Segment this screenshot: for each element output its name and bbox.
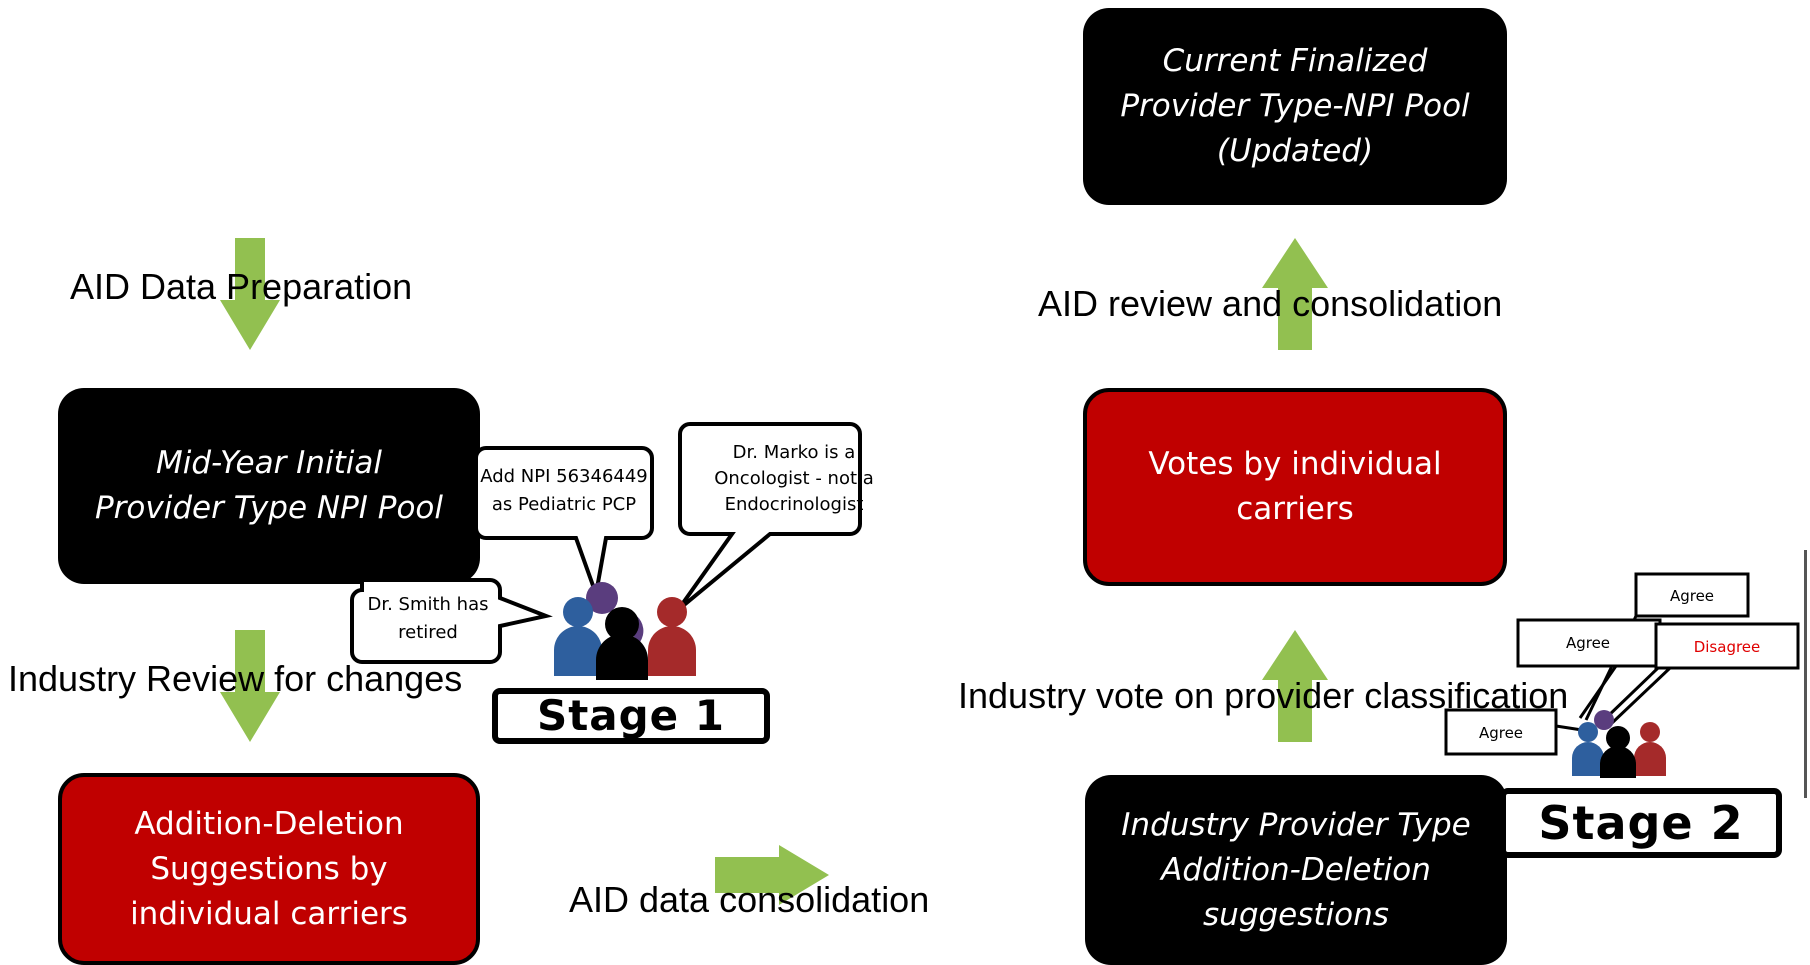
bubble-agree-left: Agree — [1444, 708, 1583, 756]
addition-deletion-box: Addition-Deletion Suggestions by individ… — [58, 773, 480, 965]
bubble-add-npi-line1: Add NPI 56346449 — [480, 466, 648, 487]
finalized-pool-box: Current Finalized Provider Type-NPI Pool… — [1083, 8, 1507, 205]
bubble-disagree: Disagree — [1604, 622, 1800, 725]
right-edge-line — [1804, 550, 1807, 798]
industry-suggestions-box: Industry Provider Type Addition-Deletion… — [1085, 775, 1507, 965]
bubble-agree-left-text: Agree — [1479, 724, 1523, 742]
bubble-smith-line2: retired — [398, 622, 458, 643]
stage2-people-icon — [1572, 710, 1666, 778]
bubble-marko: Dr. Marko is a Oncologist - not a Endocr… — [676, 422, 874, 612]
votes-box: Votes by individual carriers — [1083, 388, 1507, 586]
label-review-consolidation: AID review and consolidation — [1038, 283, 1503, 324]
bubble-disagree-text: Disagree — [1694, 638, 1761, 656]
bubble-add-npi-line2: as Pediatric PCP — [492, 494, 636, 515]
stage2-bubbles: Agree Agree Disagree Agree — [1444, 572, 1800, 756]
stage1-people-icon — [554, 582, 696, 680]
stage2-label: Stage 2 — [1500, 788, 1782, 858]
label-data-preparation: AID Data Preparation — [70, 266, 413, 307]
down-arrow-review — [220, 630, 280, 742]
down-arrow-preparation — [220, 238, 280, 350]
bubble-agree-top: Agree — [1584, 572, 1750, 721]
bubble-agree-mid: Agree — [1516, 618, 1662, 719]
stage1-bubbles: Add NPI 56346449 as Pediatric PCP Dr. Ma… — [350, 422, 874, 664]
bubble-agree-mid-text: Agree — [1566, 634, 1610, 652]
right-arrow-consolidation — [715, 845, 829, 905]
mid-year-pool-box: Mid-Year Initial Provider Type NPI Pool — [58, 388, 480, 584]
bubble-smith-line1: Dr. Smith has — [367, 594, 488, 615]
bubble-marko-line2: Oncologist - not a — [714, 468, 874, 489]
bubble-smith: Dr. Smith has retired — [350, 578, 553, 664]
bubble-agree-top-text: Agree — [1670, 587, 1714, 605]
bubble-add-npi: Add NPI 56346449 as Pediatric PCP — [474, 446, 654, 602]
label-data-consolidation: AID data consolidation — [569, 879, 930, 920]
bubble-marko-line3: Endocrinologist — [725, 494, 864, 515]
bubble-marko-line1: Dr. Marko is a — [733, 442, 856, 463]
stage1-label: Stage 1 — [492, 688, 770, 744]
up-arrow-consolidation — [1262, 238, 1328, 350]
label-industry-review: Industry Review for changes — [8, 658, 463, 699]
up-arrow-vote — [1262, 630, 1328, 742]
